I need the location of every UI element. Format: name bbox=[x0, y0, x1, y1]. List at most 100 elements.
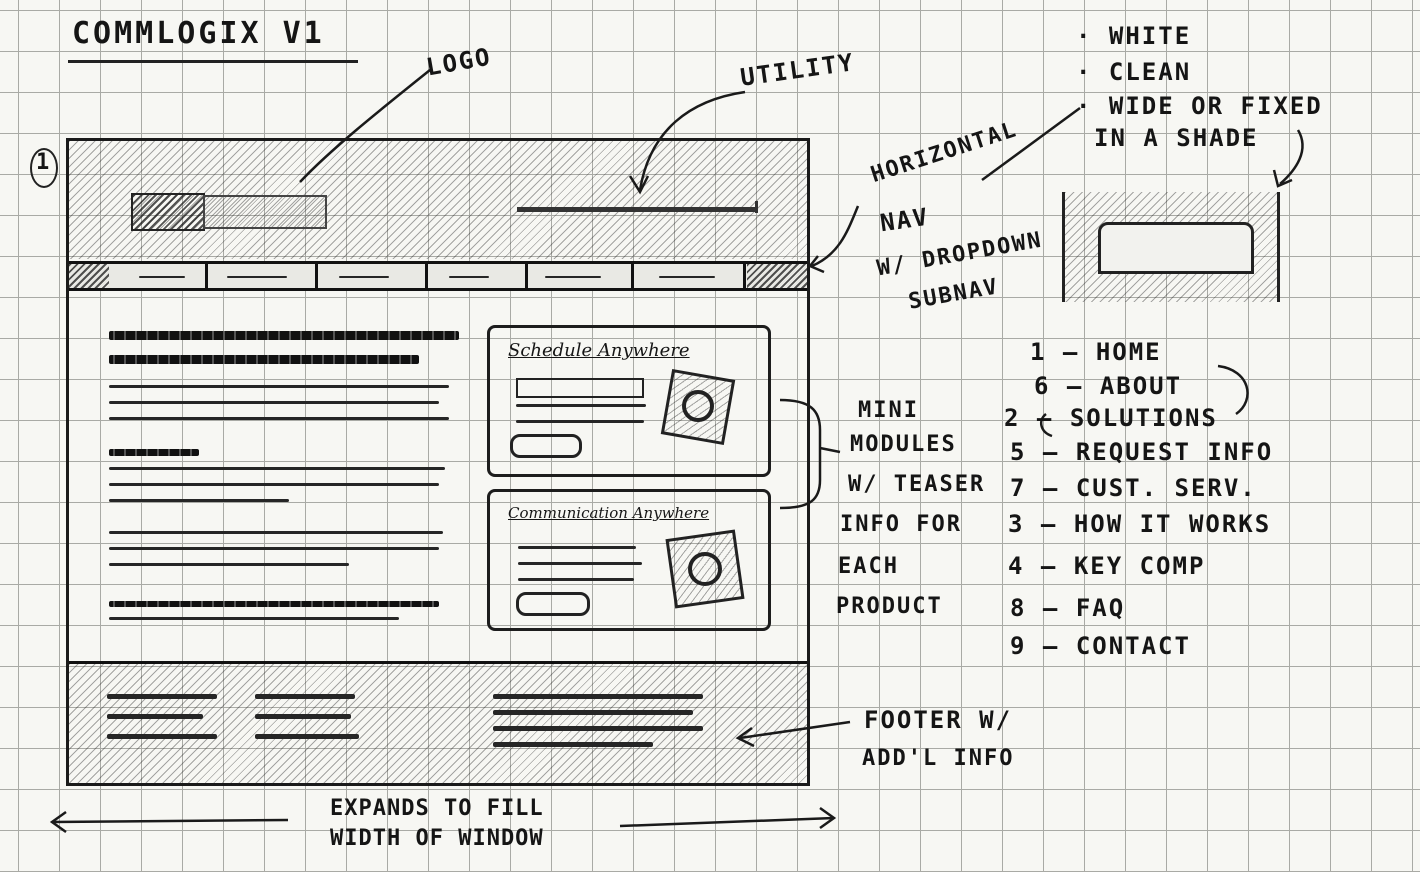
modules-note-1: MINI bbox=[858, 398, 919, 423]
nav-item-scribble bbox=[659, 276, 715, 278]
footer-note-2: ADD'L INFO bbox=[862, 746, 1015, 771]
style-note-2: · CLEAN bbox=[1076, 58, 1192, 86]
module-1-text-line bbox=[516, 420, 644, 423]
content-heading bbox=[109, 331, 459, 340]
sketch-title: COMMLOGIX v1 bbox=[72, 16, 325, 51]
nav-order-list: 1 – HOME 6 – ABOUT 2 – SOLUTIONS 5 – REQ… bbox=[1000, 334, 1400, 674]
module-1-text-line bbox=[516, 404, 646, 407]
nav-order-item: 3 – HOW IT WORKS bbox=[1008, 510, 1272, 538]
width-arrowhead-right bbox=[819, 806, 837, 830]
width-note-2: WIDTH OF WINDOW bbox=[330, 826, 544, 851]
module-2-text-line bbox=[518, 578, 634, 581]
wireframe-nav-bar bbox=[69, 261, 807, 291]
module-1-title: Schedule Anywhere bbox=[508, 340, 690, 361]
utility-arrowhead bbox=[628, 175, 650, 195]
modules-note-6: PRODUCT bbox=[836, 594, 943, 619]
nav-item-scribble bbox=[339, 276, 389, 278]
module-1-image-circle bbox=[682, 390, 714, 422]
modules-note-5: EACH bbox=[838, 554, 899, 579]
module-1-text-box bbox=[516, 378, 644, 398]
style-note-3: · WIDE OR FIXED bbox=[1076, 92, 1323, 120]
mini-module-1: Schedule Anywhere bbox=[487, 325, 771, 477]
footer-text-line bbox=[107, 694, 217, 699]
content-text-line bbox=[109, 531, 443, 534]
reorder-arrow bbox=[1217, 364, 1249, 416]
content-text-line bbox=[109, 617, 399, 620]
nav-order-item: 1 – HOME bbox=[1030, 338, 1162, 366]
content-text-line bbox=[109, 467, 445, 470]
footer-text-line bbox=[493, 742, 653, 747]
footer-text-line bbox=[255, 734, 359, 739]
modules-note-3: W/ TEASER bbox=[848, 472, 986, 497]
content-subheading bbox=[109, 449, 199, 456]
page-number: 1 bbox=[36, 150, 50, 175]
logo-arrow bbox=[299, 69, 431, 183]
title-underline bbox=[68, 60, 358, 63]
footer-text-line bbox=[493, 710, 693, 715]
nav-divider bbox=[631, 264, 634, 288]
nav-order-item: 2 – SOLUTIONS bbox=[1004, 404, 1218, 432]
shade-arrowhead bbox=[1272, 169, 1293, 188]
modules-note-2: MODULES bbox=[850, 432, 957, 457]
modules-note-4: INFO FOR bbox=[840, 512, 962, 537]
content-text-line bbox=[109, 483, 439, 486]
content-heading bbox=[109, 355, 419, 364]
wireframe-logo bbox=[131, 193, 205, 231]
wireframe-footer bbox=[69, 661, 807, 786]
nav-divider bbox=[315, 264, 318, 288]
style-note-1: · WHITE bbox=[1076, 22, 1192, 50]
nav-order-item: 5 – REQUEST INFO bbox=[1010, 438, 1274, 466]
width-arrow-left bbox=[51, 818, 289, 824]
nav-cap-right bbox=[747, 264, 807, 288]
nav-divider bbox=[425, 264, 428, 288]
utility-arrow bbox=[638, 90, 746, 191]
shade-sketch-inner bbox=[1098, 222, 1254, 274]
nav-order-item: 8 – FAQ bbox=[1010, 594, 1126, 622]
module-2-button[interactable] bbox=[516, 592, 590, 616]
module-2-text-line bbox=[518, 562, 642, 565]
nav-arrow bbox=[811, 205, 860, 268]
mini-module-2: Communication Anywhere bbox=[487, 489, 771, 631]
content-text-line bbox=[109, 563, 349, 566]
content-text-line bbox=[109, 601, 439, 607]
nav-order-item: 4 – KEY COMP bbox=[1008, 552, 1206, 580]
nav-item-scribble bbox=[139, 276, 185, 278]
module-2-text-line bbox=[518, 546, 636, 549]
page-number-circle bbox=[30, 148, 58, 188]
wireframe-utility-bar bbox=[517, 207, 757, 212]
width-note-1: EXPANDS TO FILL bbox=[330, 796, 544, 821]
width-arrow-right bbox=[619, 816, 835, 828]
content-text-line bbox=[109, 401, 439, 404]
footer-text-line bbox=[255, 714, 351, 719]
nav-item-scribble bbox=[545, 276, 601, 278]
nav-divider bbox=[743, 264, 746, 288]
footer-arrow bbox=[739, 720, 851, 740]
shade-arrow bbox=[1279, 129, 1304, 185]
footer-text-line bbox=[493, 726, 703, 731]
nav-item-scribble bbox=[227, 276, 287, 278]
footer-arrowhead bbox=[735, 726, 755, 748]
style-arrow bbox=[981, 106, 1081, 182]
nav-divider bbox=[205, 264, 208, 288]
module-2-image-circle bbox=[688, 552, 722, 586]
wireframe-utility-tick bbox=[755, 201, 758, 213]
content-text-line bbox=[109, 417, 449, 420]
nav-cap-left bbox=[69, 264, 109, 288]
module-1-button[interactable] bbox=[510, 434, 582, 458]
footer-note-1: FOOTER W/ bbox=[864, 706, 1013, 734]
nav-arrowhead bbox=[807, 255, 825, 274]
footer-text-line bbox=[255, 694, 355, 699]
modules-brace bbox=[779, 398, 841, 510]
footer-text-line bbox=[493, 694, 703, 699]
wireframe-frame: Schedule Anywhere Communication Anywhere bbox=[66, 138, 810, 786]
nav-divider bbox=[525, 264, 528, 288]
footer-text-line bbox=[107, 714, 203, 719]
content-text-line bbox=[109, 385, 449, 388]
footer-text-line bbox=[107, 734, 217, 739]
nav-item-scribble bbox=[449, 276, 489, 278]
content-text-line bbox=[109, 547, 439, 550]
nav-order-item: 6 – ABOUT bbox=[1034, 372, 1183, 400]
content-text-line bbox=[109, 499, 289, 502]
module-2-title: Communication Anywhere bbox=[508, 504, 710, 522]
